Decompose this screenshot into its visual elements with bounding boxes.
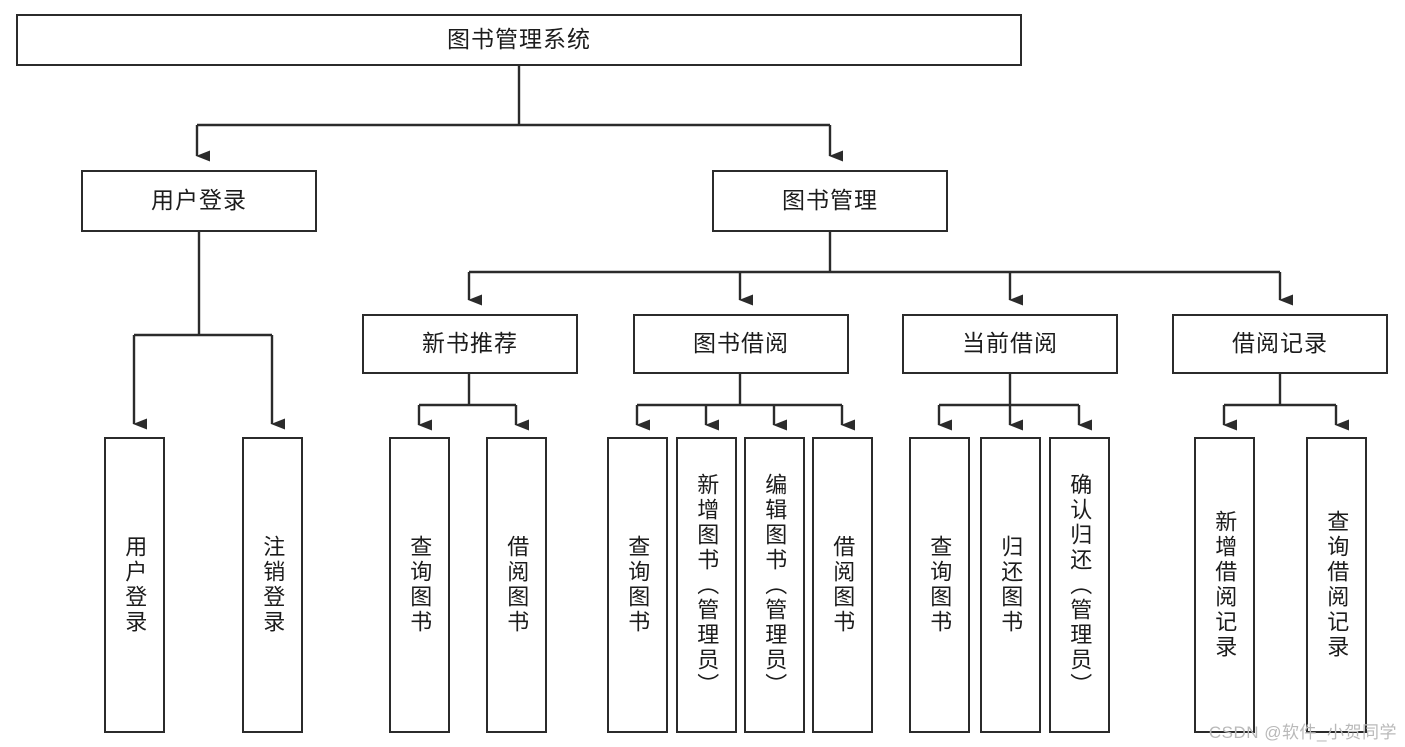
node-book-borrow[interactable]: 图书借阅 xyxy=(633,314,849,374)
node-label: 编辑图书（管理员） xyxy=(762,472,788,698)
node-leaf-add-book[interactable]: 新增图书（管理员） xyxy=(676,437,737,733)
node-label: 借阅图书 xyxy=(830,535,856,635)
node-borrow-record[interactable]: 借阅记录 xyxy=(1172,314,1388,374)
node-label: 当前借阅 xyxy=(962,330,1058,357)
node-label: 新书推荐 xyxy=(422,330,518,357)
node-leaf-query-record[interactable]: 查询借阅记录 xyxy=(1306,437,1367,733)
node-leaf-borrow-book-2[interactable]: 借阅图书 xyxy=(812,437,873,733)
node-user-login[interactable]: 用户登录 xyxy=(81,170,317,232)
node-root-system[interactable]: 图书管理系统 xyxy=(16,14,1022,66)
node-leaf-return-book[interactable]: 归还图书 xyxy=(980,437,1041,733)
node-label: 图书管理系统 xyxy=(447,26,591,53)
node-label: 新增借阅记录 xyxy=(1212,510,1238,660)
node-new-book-recommend[interactable]: 新书推荐 xyxy=(362,314,578,374)
node-label: 借阅图书 xyxy=(504,535,530,635)
node-label: 图书借阅 xyxy=(693,330,789,357)
node-label: 用户登录 xyxy=(151,187,247,214)
node-leaf-user-login[interactable]: 用户登录 xyxy=(104,437,165,733)
node-current-borrow[interactable]: 当前借阅 xyxy=(902,314,1118,374)
node-label: 确认归还（管理员） xyxy=(1067,472,1093,698)
node-label: 查询借阅记录 xyxy=(1324,510,1350,660)
node-leaf-add-record[interactable]: 新增借阅记录 xyxy=(1194,437,1255,733)
node-label: 借阅记录 xyxy=(1232,330,1328,357)
node-label: 图书管理 xyxy=(782,187,878,214)
node-leaf-query-book-1[interactable]: 查询图书 xyxy=(389,437,450,733)
node-leaf-confirm-return[interactable]: 确认归还（管理员） xyxy=(1049,437,1110,733)
node-leaf-query-book-2[interactable]: 查询图书 xyxy=(607,437,668,733)
node-leaf-logout-login[interactable]: 注销登录 xyxy=(242,437,303,733)
node-leaf-query-book-3[interactable]: 查询图书 xyxy=(909,437,970,733)
node-book-manage[interactable]: 图书管理 xyxy=(712,170,948,232)
node-label: 用户登录 xyxy=(122,535,148,635)
node-label: 查询图书 xyxy=(927,535,953,635)
node-label: 注销登录 xyxy=(260,535,286,635)
node-label: 归还图书 xyxy=(998,535,1024,635)
node-leaf-borrow-book-1[interactable]: 借阅图书 xyxy=(486,437,547,733)
node-label: 查询图书 xyxy=(625,535,651,635)
node-label: 查询图书 xyxy=(407,535,433,635)
node-leaf-edit-book[interactable]: 编辑图书（管理员） xyxy=(744,437,805,733)
csdn-watermark: CSDN @软件_小贺同学 xyxy=(1208,723,1397,742)
node-label: 新增图书（管理员） xyxy=(694,472,720,698)
